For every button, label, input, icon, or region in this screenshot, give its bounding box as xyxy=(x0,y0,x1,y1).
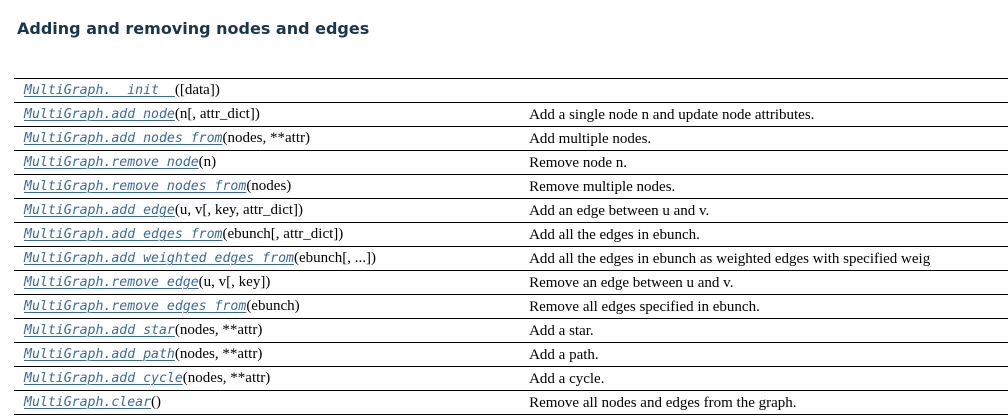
method-description: Add all the edges in ebunch as weighted … xyxy=(529,250,931,267)
signature-cell: MultiGraph.add_edges_from(ebunch[, attr_… xyxy=(14,223,519,247)
table-row: MultiGraph.remove_edge(u, v[, key]) Remov… xyxy=(14,271,1008,295)
table-row: MultiGraph.add_path(nodes, **attr) Add a … xyxy=(14,343,1008,367)
method-link[interactable]: MultiGraph.add_cycle xyxy=(24,371,183,386)
method-arguments: (nodes) xyxy=(246,178,292,194)
method-description: Add a path. xyxy=(529,346,599,363)
method-description: Add a single node n and update node attr… xyxy=(529,106,815,123)
method-arguments: (u, v[, key]) xyxy=(198,274,271,290)
method-arguments: () xyxy=(151,394,162,410)
signature-cell: MultiGraph.clear() xyxy=(14,391,519,415)
table-row: MultiGraph.add_star(nodes, **attr) Add a … xyxy=(14,319,1008,343)
method-arguments: (u, v[, key, attr_dict]) xyxy=(174,202,304,218)
signature-cell: MultiGraph.remove_nodes_from(nodes) xyxy=(14,175,519,199)
table-row: MultiGraph.add_node(n[, attr_dict]) Add a… xyxy=(14,103,1008,127)
method-link[interactable]: MultiGraph.clear xyxy=(24,395,152,410)
method-arguments: (n[, attr_dict]) xyxy=(174,106,260,122)
method-link[interactable]: MultiGraph.remove_edge xyxy=(24,275,199,290)
method-arguments: (ebunch[, ...]) xyxy=(293,250,376,266)
table-row: MultiGraph.remove_node(n) Remove node n. xyxy=(14,151,1008,175)
table-row: MultiGraph.add_cycle(nodes, **attr) Add a… xyxy=(14,367,1008,391)
signature-cell: MultiGraph.remove_edges_from(ebunch) xyxy=(14,295,519,319)
method-link[interactable]: MultiGraph.remove_edges_from xyxy=(24,299,247,314)
signature-cell: MultiGraph.add_nodes_from(nodes, **attr) xyxy=(14,127,519,151)
method-arguments: (nodes, **attr) xyxy=(222,130,310,146)
method-link[interactable]: MultiGraph.add_weighted_edges_from xyxy=(24,251,294,266)
table-row: MultiGraph.clear() Remove all nodes and e… xyxy=(14,391,1008,415)
signature-cell: MultiGraph.add_path(nodes, **attr) xyxy=(14,343,519,367)
table-row: MultiGraph.add_edges_from(ebunch[, attr_… xyxy=(14,223,1008,247)
method-arguments: (ebunch[, attr_dict]) xyxy=(222,226,344,242)
table-row: MultiGraph.remove_edges_from(ebunch) Remo… xyxy=(14,295,1008,319)
method-link[interactable]: MultiGraph.remove_node xyxy=(24,155,199,170)
table-row: MultiGraph.add_weighted_edges_from(ebunc… xyxy=(14,247,1008,271)
signature-cell: MultiGraph.remove_node(n) xyxy=(14,151,519,175)
method-arguments: (nodes, **attr) xyxy=(174,322,263,338)
method-arguments: (nodes, **attr) xyxy=(174,346,263,362)
signature-cell: MultiGraph.add_cycle(nodes, **attr) xyxy=(14,367,519,391)
method-arguments: (n) xyxy=(198,154,217,170)
method-link[interactable]: MultiGraph.remove_nodes_from xyxy=(24,179,247,194)
signature-cell: MultiGraph.remove_edge(u, v[, key]) xyxy=(14,271,519,295)
method-description: Remove an edge between u and v. xyxy=(529,274,734,291)
table-row: MultiGraph.add_edge(u, v[, key, attr_dic… xyxy=(14,199,1008,223)
method-arguments: (ebunch) xyxy=(246,298,300,314)
signature-cell: MultiGraph.add_edge(u, v[, key, attr_dic… xyxy=(14,199,519,223)
method-description: Add a star. xyxy=(529,322,594,339)
method-description: Add a cycle. xyxy=(529,370,605,387)
table-row: MultiGraph.remove_nodes_from(nodes) Remov… xyxy=(14,175,1008,199)
method-link[interactable]: MultiGraph.__init__ xyxy=(24,83,175,98)
api-table-body: MultiGraph.__init__([data])MultiGraph.ad… xyxy=(14,79,1008,415)
table-row: MultiGraph.add_nodes_from(nodes, **attr)… xyxy=(14,127,1008,151)
signature-cell: MultiGraph.add_weighted_edges_from(ebunc… xyxy=(14,247,519,271)
signature-cell: MultiGraph.add_star(nodes, **attr) xyxy=(14,319,519,343)
api-summary-table: MultiGraph.__init__([data])MultiGraph.ad… xyxy=(14,78,1008,415)
method-link[interactable]: MultiGraph.add_path xyxy=(24,347,175,362)
method-link[interactable]: MultiGraph.add_edges_from xyxy=(24,227,223,242)
method-arguments: ([data]) xyxy=(174,82,220,98)
method-link[interactable]: MultiGraph.add_edge xyxy=(24,203,175,218)
signature-cell: MultiGraph.__init__([data]) xyxy=(14,79,519,103)
method-link[interactable]: MultiGraph.add_nodes_from xyxy=(24,131,223,146)
method-description: Remove all edges specified in ebunch. xyxy=(529,298,760,315)
method-arguments: (nodes, **attr) xyxy=(182,370,271,386)
method-description: Add multiple nodes. xyxy=(529,130,652,147)
signature-cell: MultiGraph.add_node(n[, attr_dict]) xyxy=(14,103,519,127)
method-description xyxy=(519,79,1008,103)
table-row: MultiGraph.__init__([data]) xyxy=(14,79,1008,103)
method-link[interactable]: MultiGraph.add_star xyxy=(24,323,175,338)
section-title: Adding and removing nodes and edges xyxy=(17,19,370,38)
method-description: Remove multiple nodes. xyxy=(529,178,676,195)
method-description: Add all the edges in ebunch. xyxy=(529,226,700,243)
method-link[interactable]: MultiGraph.add_node xyxy=(24,107,175,122)
method-description: Add an edge between u and v. xyxy=(529,202,710,219)
method-description: Remove all nodes and edges from the grap… xyxy=(529,394,797,411)
method-description: Remove node n. xyxy=(529,154,627,171)
